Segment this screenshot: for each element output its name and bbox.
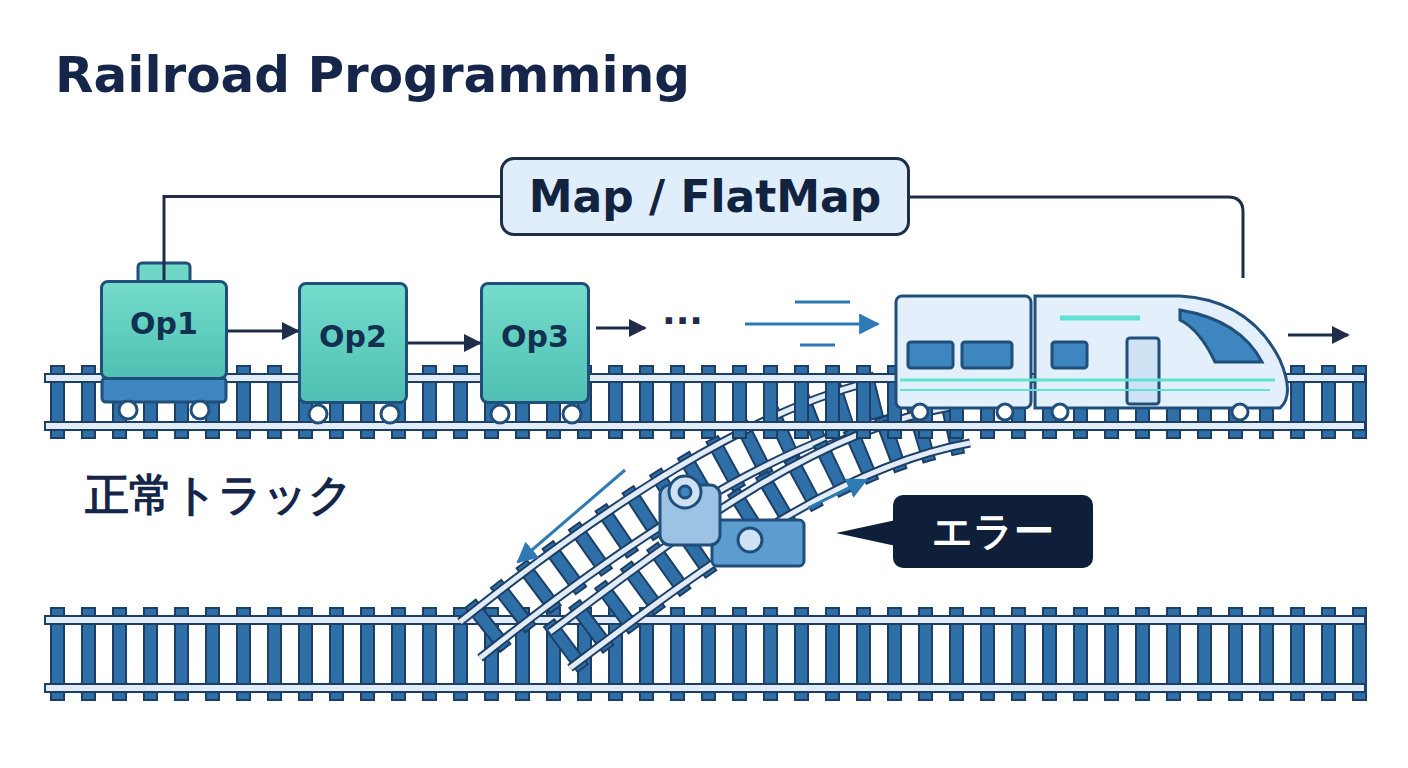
direction-arrow [808,480,866,508]
ellipsis: ··· [662,300,703,341]
diagram-title: Railroad Programming [55,46,690,104]
train [896,296,1288,420]
rail-outline [550,407,950,632]
flow-arrow [596,327,645,330]
bracket-line [910,197,1243,278]
flow-arrow [228,330,298,333]
node-text: Op1 [130,306,198,341]
operation-wagon: Op2 [298,282,408,404]
flow-arrow [1288,334,1348,337]
operation-wagon: Op3 [480,282,590,404]
node-text: エラー [932,504,1054,559]
track-label: 正常トラック [85,466,353,525]
node-text: Op2 [319,319,387,354]
operation-label-box: Map / FlatMap [500,157,910,236]
rail [45,422,1365,430]
direction-arrow [518,470,625,562]
node-text: Op3 [501,319,569,354]
node-text: Map / FlatMap [529,171,882,222]
rail [45,616,1365,624]
rail [45,684,1365,692]
operation-wagon: Op1 [100,280,228,380]
flow-arrow [408,342,480,345]
error-callout: エラー [893,495,1093,568]
switch-mechanism [660,476,804,566]
rail-track [45,608,1366,700]
rail [550,407,950,632]
callout-pointer [836,520,896,546]
bracket-connector [164,197,500,281]
speed-lines [745,302,878,345]
